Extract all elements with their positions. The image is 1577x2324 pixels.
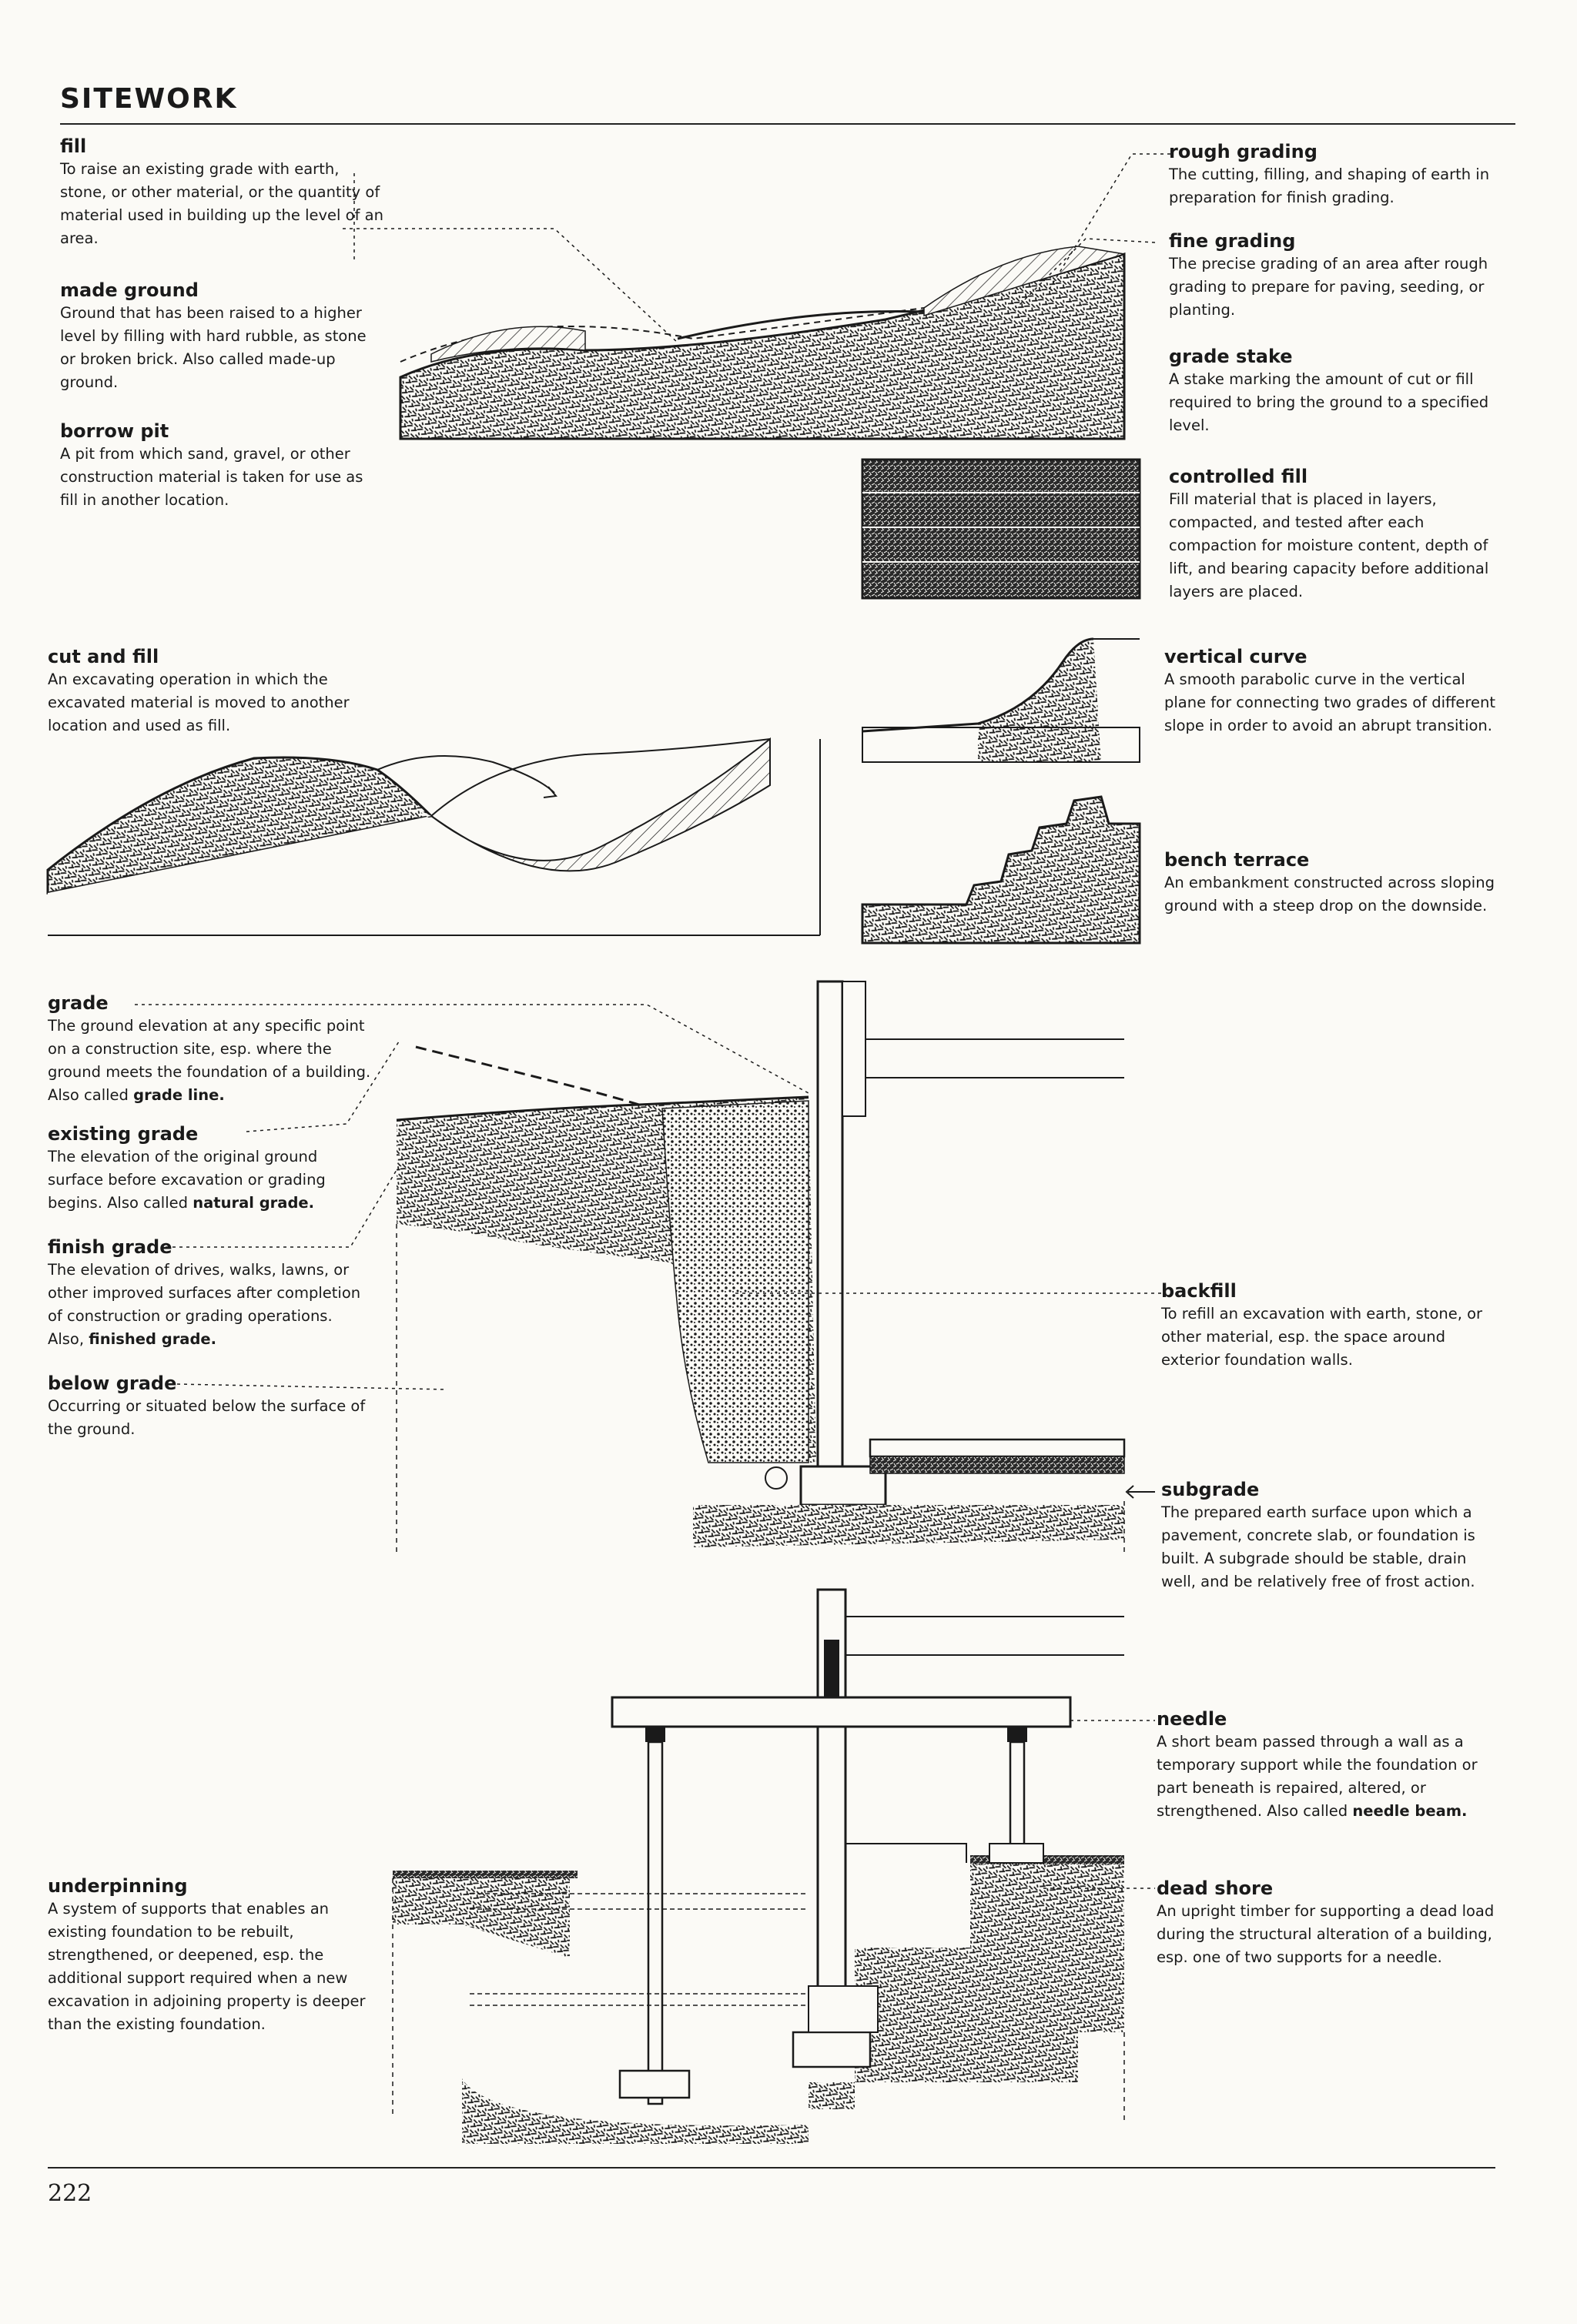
entry-backfill: backfill To refill an excavation with ea…: [1161, 1279, 1500, 1372]
bench-terrace-figure: [861, 795, 1141, 945]
cut-and-fill-figure: [46, 737, 821, 936]
underpinning-figure: [392, 1588, 1155, 2144]
entry-dead-shore: dead shore An upright timber for support…: [1157, 1877, 1495, 1969]
term-fill: fill: [60, 135, 87, 157]
term-finish-grade: finish grade: [48, 1236, 172, 1258]
term-underpinning: underpinning: [48, 1875, 188, 1897]
term-dead-shore: dead shore: [1157, 1878, 1274, 1899]
term-backfill: backfill: [1161, 1280, 1237, 1302]
term-subgrade: subgrade: [1161, 1479, 1260, 1500]
def-grade-text: The ground elevation at any specific poi…: [48, 1017, 371, 1104]
def-needle: A short beam passed through a wall as a …: [1157, 1730, 1495, 1823]
def-bench-terrace: An embankment constructed across sloping…: [1164, 874, 1495, 915]
def-needle-bold: needle beam.: [1352, 1802, 1468, 1820]
entry-finish-grade: finish grade The elevation of drives, wa…: [48, 1236, 371, 1351]
def-backfill: To refill an excavation with earth, ston…: [1161, 1305, 1483, 1369]
term-controlled-fill: controlled fill: [1169, 466, 1308, 487]
def-fill: To raise an existing grade with earth, s…: [60, 160, 383, 247]
entry-controlled-fill: controlled fill Fill material that is pl…: [1169, 465, 1508, 604]
entry-underpinning: underpinning A system of supports that e…: [48, 1874, 371, 2036]
page-title: SITEWORK: [60, 83, 238, 115]
entry-needle: needle A short beam passed through a wal…: [1157, 1707, 1495, 1823]
term-vertical-curve: vertical curve: [1164, 646, 1307, 667]
def-needle-text: A short beam passed through a wall as a …: [1157, 1733, 1478, 1820]
term-grade: grade: [48, 992, 109, 1014]
def-existing-grade-text: The elevation of the original ground sur…: [48, 1148, 326, 1212]
def-existing-grade-bold: natural grade.: [193, 1194, 315, 1212]
entry-vertical-curve: vertical curve A smooth parabolic curve …: [1164, 645, 1503, 737]
term-grade-stake: grade stake: [1169, 346, 1293, 367]
entry-cut-and-fill: cut and fill An excavating operation in …: [48, 645, 371, 737]
def-dead-shore: An upright timber for supporting a dead …: [1157, 1902, 1495, 1966]
term-needle: needle: [1157, 1708, 1227, 1730]
def-rough-grading: The cutting, filling, and shaping of ear…: [1169, 166, 1490, 206]
entry-grade: grade The ground elevation at any specif…: [48, 991, 371, 1107]
controlled-fill-figure: [861, 458, 1141, 600]
def-fine-grading: The precise grading of an area after rou…: [1169, 255, 1488, 319]
bottom-rule: [48, 2167, 1495, 2169]
entry-fine-grading: fine grading The precise grading of an a…: [1169, 229, 1508, 322]
def-finish-grade-bold: finished grade.: [89, 1330, 217, 1348]
def-made-ground: Ground that has been raised to a higher …: [60, 304, 367, 391]
def-grade-stake: A stake marking the amount of cut or fil…: [1169, 370, 1489, 434]
entry-bench-terrace: bench terrace An embankment constructed …: [1164, 848, 1503, 918]
def-below-grade: Occurring or situated below the surface …: [48, 1397, 366, 1438]
entry-borrow-pit: borrow pit A pit from which sand, gravel…: [60, 420, 383, 512]
def-underpinning: A system of supports that enables an exi…: [48, 1900, 366, 2033]
page-number: 222: [48, 2180, 92, 2207]
def-finish-grade: The elevation of drives, walks, lawns, o…: [48, 1259, 371, 1351]
def-vertical-curve: A smooth parabolic curve in the vertical…: [1164, 670, 1496, 734]
top-rule: [60, 123, 1515, 125]
entry-rough-grading: rough grading The cutting, filling, and …: [1169, 140, 1508, 209]
def-grade-bold: grade line.: [133, 1086, 225, 1104]
def-controlled-fill: Fill material that is placed in layers, …: [1169, 490, 1489, 600]
vertical-curve-figure: [862, 637, 1140, 763]
term-fine-grading: fine grading: [1169, 230, 1296, 252]
entry-existing-grade: existing grade The elevation of the orig…: [48, 1122, 371, 1215]
entry-below-grade: below grade Occurring or situated below …: [48, 1372, 371, 1441]
fill-grading-figure: [343, 153, 1170, 440]
entry-fill: fill To raise an existing grade with ear…: [60, 135, 383, 250]
term-bench-terrace: bench terrace: [1164, 849, 1310, 871]
term-made-ground: made ground: [60, 279, 199, 301]
term-borrow-pit: borrow pit: [60, 420, 169, 442]
entry-made-ground: made ground Ground that has been raised …: [60, 279, 383, 394]
def-subgrade: The prepared earth surface upon which a …: [1161, 1503, 1475, 1590]
def-grade: The ground elevation at any specific poi…: [48, 1015, 371, 1107]
term-cut-and-fill: cut and fill: [48, 646, 159, 667]
def-existing-grade: The elevation of the original ground sur…: [48, 1145, 371, 1215]
entry-grade-stake: grade stake A stake marking the amount o…: [1169, 345, 1508, 437]
foundation-grade-figure: [135, 980, 1163, 1555]
def-borrow-pit: A pit from which sand, gravel, or other …: [60, 445, 363, 509]
term-existing-grade: existing grade: [48, 1123, 199, 1145]
def-finish-grade-text: The elevation of drives, walks, lawns, o…: [48, 1261, 361, 1348]
term-rough-grading: rough grading: [1169, 141, 1318, 162]
def-cut-and-fill: An excavating operation in which the exc…: [48, 670, 350, 734]
entry-subgrade: subgrade The prepared earth surface upon…: [1161, 1478, 1500, 1593]
term-below-grade: below grade: [48, 1373, 177, 1394]
